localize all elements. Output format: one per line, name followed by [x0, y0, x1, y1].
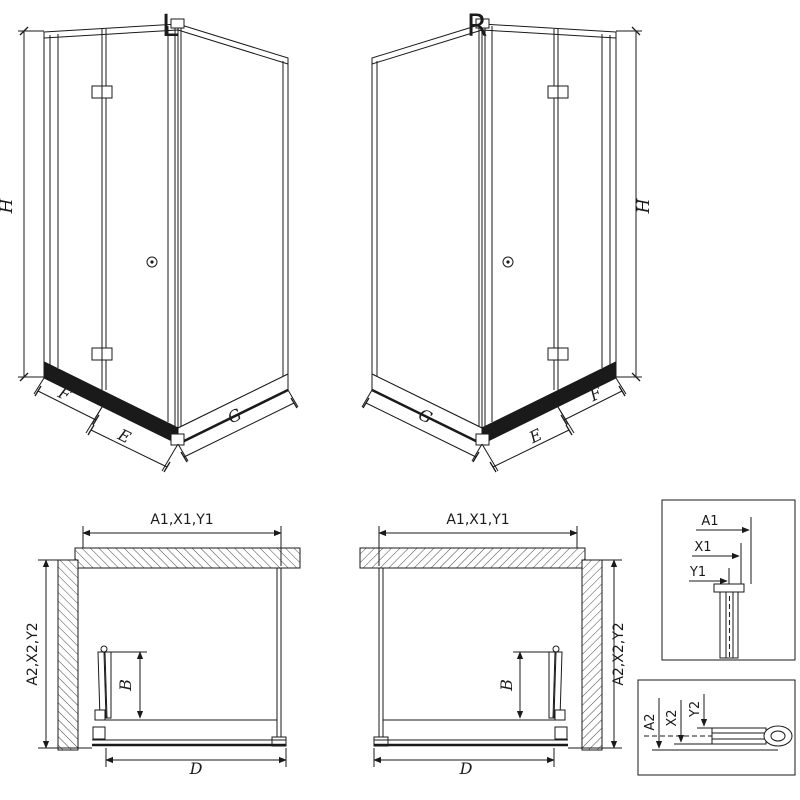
left-plan-depth-label: A2,X2,Y2 — [25, 622, 41, 685]
left-plan-opening-label: D — [189, 759, 203, 778]
detail-y2-label: Y2 — [688, 701, 703, 718]
detail-a1-label: A1 — [701, 514, 718, 529]
right-view-title: R — [467, 9, 488, 44]
detail-x1-label: X1 — [694, 540, 711, 555]
right-height-dim-label: H — [634, 197, 654, 214]
right-plan-fold-depth-label: B — [497, 679, 516, 692]
tray-profile-body — [711, 727, 767, 745]
right-plan-depth-label: A2,X2,Y2 — [611, 622, 627, 685]
right-plan-opening-label: D — [459, 759, 473, 778]
wall-profile-head — [713, 583, 745, 593]
detail-a2-label: A2 — [643, 713, 658, 730]
left-plan-width-label: A1,X1,Y1 — [150, 512, 213, 528]
left-view-title: L — [162, 9, 179, 44]
detail-y1-label: Y1 — [689, 565, 706, 580]
right-plan-width-label: A1,X1,Y1 — [446, 512, 509, 528]
detail-depth-profile-box: A2 X2 Y2 — [637, 679, 796, 776]
detail-width-profile-box: A1 X1 Y1 — [661, 499, 796, 661]
left-plan-fold-depth-label: B — [116, 679, 135, 692]
detail-x2-label: X2 — [665, 709, 680, 726]
left-height-dim-label: H — [0, 197, 17, 214]
